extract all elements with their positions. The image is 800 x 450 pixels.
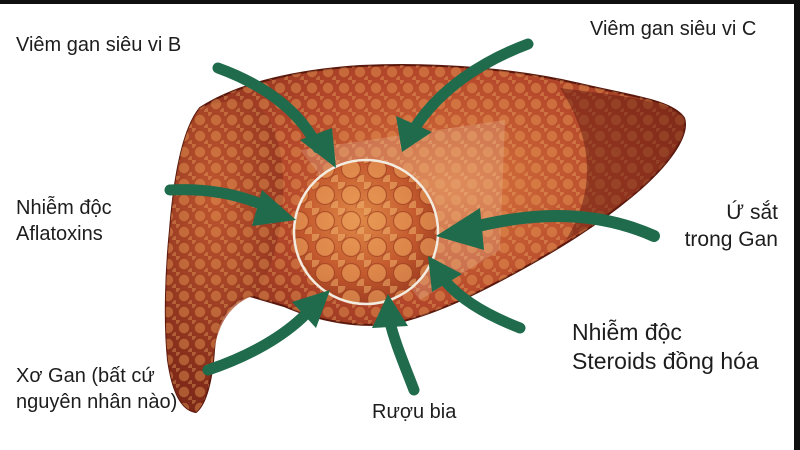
label-text-line1: Xơ Gan (bất cứ bbox=[16, 364, 177, 390]
label-viral-hepatitis-b: Viêm gan siêu vi B bbox=[16, 33, 181, 59]
label-text: Rượu bia bbox=[372, 400, 456, 426]
label-text: Viêm gan siêu vi C bbox=[590, 17, 756, 43]
label-text: Viêm gan siêu vi B bbox=[16, 33, 181, 59]
label-viral-hepatitis-c: Viêm gan siêu vi C bbox=[590, 17, 756, 43]
frame-right-border bbox=[794, 0, 800, 450]
label-text-line1: Nhiễm độc bbox=[572, 318, 759, 347]
frame-top-border bbox=[0, 0, 800, 4]
label-text-line2: trong Gan bbox=[660, 227, 778, 254]
label-alcohol: Rượu bia bbox=[372, 400, 456, 426]
label-text-line2: nguyên nhân nào) bbox=[16, 390, 177, 416]
label-anabolic-steroids: Nhiễm độc Steroids đồng hóa bbox=[572, 318, 759, 377]
label-aflatoxin-poisoning: Nhiễm độc Aflatoxins bbox=[16, 196, 112, 247]
label-text-line1: Ứ sắt bbox=[660, 200, 778, 227]
label-iron-overload: Ứ sắt trong Gan bbox=[660, 200, 778, 254]
label-text-line2: Aflatoxins bbox=[16, 222, 112, 248]
label-cirrhosis: Xơ Gan (bất cứ nguyên nhân nào) bbox=[16, 364, 177, 415]
label-text-line1: Nhiễm độc bbox=[16, 196, 112, 222]
label-text-line2: Steroids đồng hóa bbox=[572, 347, 759, 376]
